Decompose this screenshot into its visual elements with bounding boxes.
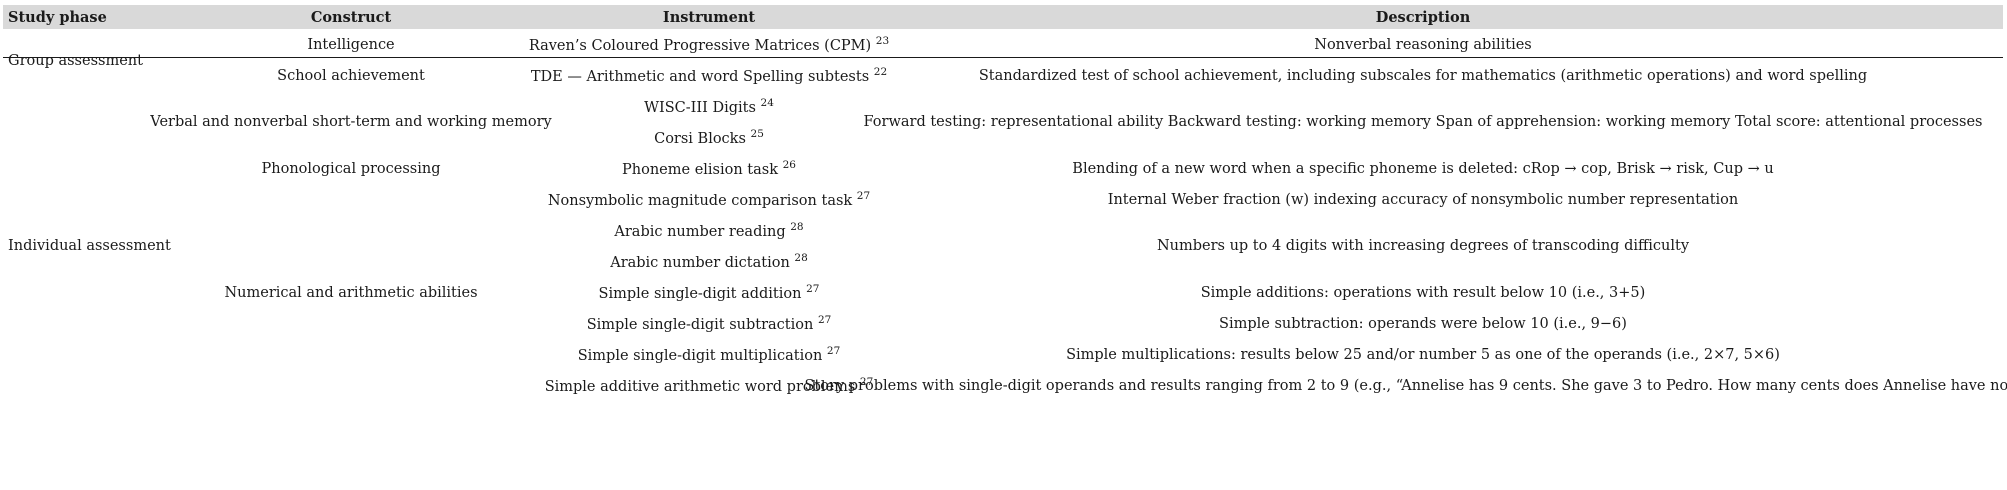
description-memory: Forward testing: representational abilit… (863, 114, 1983, 130)
instrument-arabic-reading: Arabic number reading 28 (614, 221, 804, 240)
description-weber: Internal Weber fraction (w) indexing acc… (1107, 192, 1739, 208)
instrument-word-problems: Simple additive arithmetic word problems… (544, 376, 874, 395)
ref-superscript: 27 (856, 190, 871, 202)
ref-superscript: 28 (794, 252, 808, 264)
ref-superscript: 23 (875, 35, 890, 47)
instrument-arabic-dictation: Arabic number dictation 28 (610, 252, 808, 271)
description-tde: Standardized test of school achievement,… (978, 68, 1868, 84)
description-multiplication: Simple multiplications: results below 25… (1066, 347, 1780, 363)
instrument-magnitude-comparison: Nonsymbolic magnitude comparison task 27 (547, 190, 871, 209)
description-subtraction: Simple subtraction: operands were below … (1219, 316, 1627, 332)
table-header-row (3, 5, 2003, 29)
description-word-problems: Story problems with single-digit operand… (804, 378, 2007, 394)
header-construct: Construct (310, 9, 392, 26)
group-divider-line (3, 57, 2003, 58)
ref-superscript: 26 (782, 159, 796, 171)
instrument-subtraction: Simple single-digit subtraction 27 (586, 314, 832, 333)
construct-intelligence: Intelligence (307, 37, 395, 53)
description-phoneme: Blending of a new word when a specific p… (1072, 161, 1774, 177)
ref-superscript: 27 (859, 376, 874, 388)
instrument-phoneme-elision: Phoneme elision task 26 (622, 159, 796, 178)
instrument-tde: TDE — Arithmetic and word Spelling subte… (530, 66, 888, 85)
phase-individual-assessment: Individual assessment (8, 238, 171, 254)
instrument-wisc-digits: WISC-III Digits 24 (644, 97, 774, 116)
ref-superscript: 22 (873, 66, 888, 78)
ref-superscript: 27 (806, 283, 820, 295)
construct-school-achievement: School achievement (277, 68, 425, 84)
description-arabic: Numbers up to 4 digits with increasing d… (1156, 238, 1690, 254)
instrument-cpm: Raven’s Coloured Progressive Matrices (C… (528, 35, 890, 54)
ref-superscript: 25 (750, 128, 764, 140)
construct-phonological: Phonological processing (261, 161, 441, 177)
header-study-phase: Study phase (8, 9, 107, 26)
ref-superscript: 27 (826, 345, 841, 357)
construct-numerical: Numerical and arithmetic abilities (224, 285, 478, 301)
header-instrument: Instrument (662, 9, 756, 26)
description-cpm: Nonverbal reasoning abilities (1314, 37, 1532, 53)
instrument-addition: Simple single-digit addition 27 (598, 283, 820, 302)
ref-superscript: 28 (790, 221, 804, 233)
description-addition: Simple additions: operations with result… (1200, 285, 1646, 301)
ref-superscript: 24 (760, 97, 774, 109)
construct-memory: Verbal and nonverbal short-term and work… (150, 114, 552, 130)
instrument-corsi-blocks: Corsi Blocks 25 (654, 128, 764, 147)
instrument-multiplication: Simple single-digit multiplication 27 (577, 345, 841, 364)
ref-superscript: 27 (817, 314, 832, 326)
header-description: Description (1375, 9, 1471, 26)
phase-group-assessment: Group assessment (8, 53, 143, 69)
